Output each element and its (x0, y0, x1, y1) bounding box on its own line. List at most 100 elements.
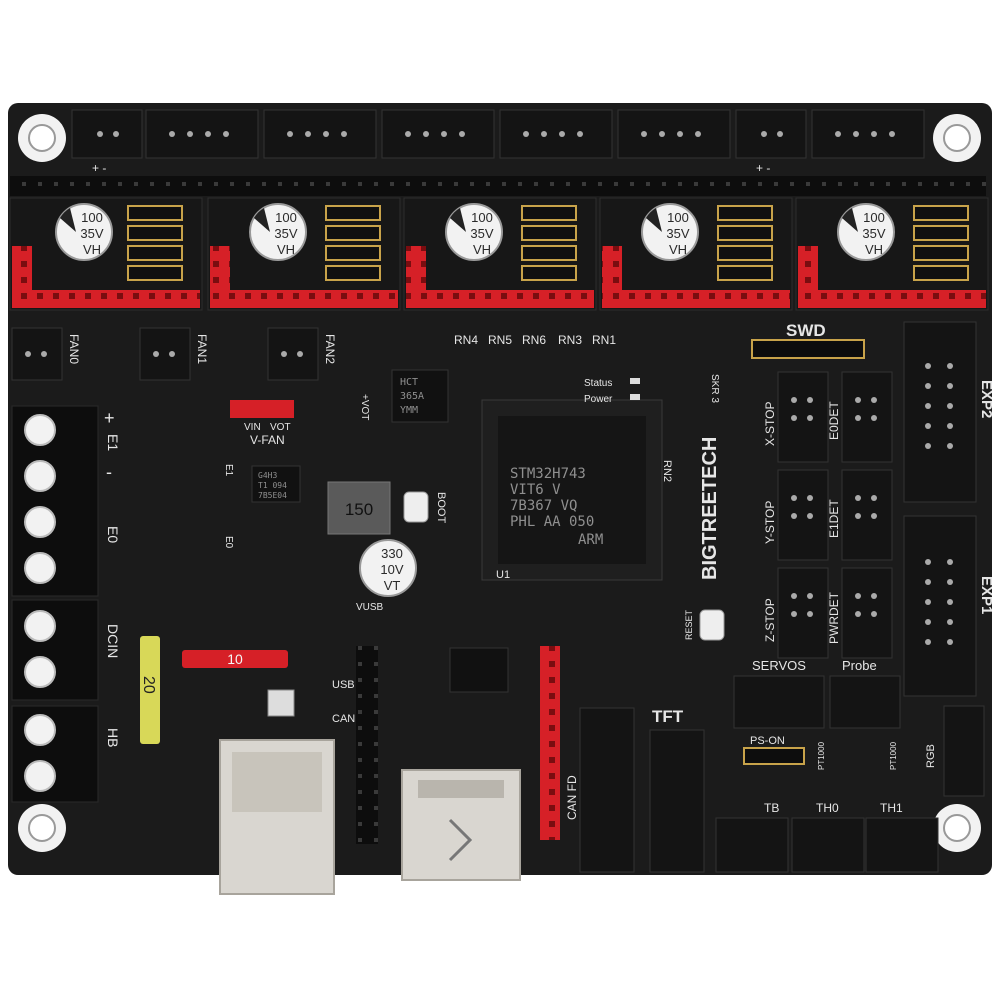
mos-e1-mark: E1 (223, 464, 234, 477)
svg-text:G4H3: G4H3 (258, 471, 277, 480)
endstop-connectors (777, 371, 893, 659)
hct-chip: HCT 365A YMM (391, 369, 449, 423)
dcin-terminal-label: DCIN (105, 624, 121, 658)
svg-text:VH: VH (669, 242, 687, 257)
vfan-vin-label: VIN (244, 422, 261, 433)
vot-side-label: +VOT (359, 394, 370, 420)
vfan-jumper (230, 400, 294, 418)
svg-text:7B367 VQ: 7B367 VQ (510, 498, 577, 514)
top-fan-sign-left: + - (92, 161, 106, 175)
driver-capacitor-5: 100 35V VH (837, 203, 895, 261)
pt1000-label-a: PT1000 (817, 741, 826, 770)
ps-on-label: PS-ON (750, 735, 785, 747)
svg-text:35V: 35V (274, 226, 297, 241)
rgb-label: RGB (925, 744, 937, 768)
svg-text:VH: VH (865, 242, 883, 257)
rn5-label: RN5 (488, 333, 512, 347)
small-chip: G4H3 T1 094 7B5E04 (251, 465, 301, 503)
exp-headers (903, 321, 977, 697)
z-stop-label: Z-STOP (763, 598, 777, 642)
mcu-ref: U1 (496, 569, 510, 581)
svg-text:HCT: HCT (400, 377, 418, 388)
bulk-capacitor: 330 10V VT (359, 539, 417, 597)
usb-can-switch[interactable] (267, 689, 295, 717)
e1det-label: E1DET (827, 499, 841, 538)
can-fd-header (540, 646, 560, 840)
vusb-label: VUSB (356, 602, 384, 613)
svg-text:T1 094: T1 094 (258, 481, 287, 490)
small-fuse-value: 10 (227, 651, 243, 667)
svg-text:100: 100 (275, 210, 297, 225)
screw-terminals (11, 405, 99, 803)
driver-capacitor-2: 100 35V VH (249, 203, 307, 261)
tb-label: TB (764, 801, 779, 815)
svg-text:ARM: ARM (578, 532, 603, 548)
vfan-vot-label: VOT (270, 422, 291, 433)
can-fd-label: CAN FD (565, 775, 579, 820)
blade-fuse-value: 20 (140, 676, 157, 694)
tft-connector-a (579, 707, 635, 873)
sd-card-slot[interactable] (401, 769, 521, 881)
vfan-title: V-FAN (250, 433, 285, 447)
servos-connector (733, 675, 825, 729)
svg-text:100: 100 (667, 210, 689, 225)
thermistor-connectors (715, 817, 939, 873)
th1-label: TH1 (880, 801, 903, 815)
sd-controller-chip (449, 647, 509, 693)
exp2-label: EXP2 (978, 380, 995, 418)
terminal-minus-sign: - (106, 462, 112, 482)
svg-text:100: 100 (81, 210, 103, 225)
power-led (630, 394, 640, 400)
ps-on-header (743, 747, 805, 765)
pwrdet-label: PWRDET (827, 591, 841, 644)
usb-label: USB (332, 679, 355, 691)
usb-a-port[interactable] (219, 739, 335, 895)
swd-header (751, 339, 865, 359)
power-led-label: Power (584, 394, 613, 405)
mos-e0-mark: E0 (223, 536, 234, 549)
e1-terminal-label: E1 (105, 434, 121, 451)
svg-text:VIT6 V: VIT6 V (510, 482, 561, 498)
top-motor-connectors (71, 109, 925, 159)
reset-label: RESET (684, 609, 694, 640)
servos-label: SERVOS (752, 658, 806, 673)
inductor (327, 481, 391, 535)
probe-connector (829, 675, 901, 729)
exp1-label: EXP1 (978, 576, 995, 614)
reset-button[interactable] (699, 609, 725, 641)
e0det-label: E0DET (827, 401, 841, 440)
svg-text:35V: 35V (666, 226, 689, 241)
fan2-label: FAN2 (323, 334, 337, 364)
boot-button[interactable] (403, 491, 429, 523)
svg-text:VH: VH (277, 242, 295, 257)
rn2-label: RN2 (661, 460, 673, 482)
svg-text:PHL AA 050: PHL AA 050 (510, 514, 594, 530)
x-stop-label: X-STOP (763, 402, 777, 446)
blade-fuse (140, 636, 160, 744)
svg-text:35V: 35V (470, 226, 493, 241)
svg-text:STM32H743: STM32H743 (510, 466, 586, 482)
svg-text:VT: VT (384, 578, 401, 593)
can-label: CAN (332, 713, 355, 725)
terminal-plus-sign: + (104, 408, 115, 428)
svg-text:7B5E04: 7B5E04 (258, 491, 287, 500)
status-led-label: Status (584, 378, 612, 389)
brand-logo: BIGTREETECH (699, 437, 721, 580)
driver-capacitor-4: 100 35V VH (641, 203, 699, 261)
svg-text:YMM: YMM (400, 405, 418, 416)
svg-text:VH: VH (473, 242, 491, 257)
rn3-label: RN3 (558, 333, 582, 347)
model-label: SKR 3 (709, 374, 720, 403)
driver-capacitor-3: 100 35V VH (445, 203, 503, 261)
pin-header-column (356, 646, 378, 844)
tft-label: TFT (652, 707, 684, 726)
inductor-value: 150 (345, 500, 373, 519)
driver-pin-row (10, 176, 986, 196)
swd-label: SWD (786, 321, 826, 340)
svg-text:365A: 365A (400, 391, 424, 402)
tft-connector-b (649, 729, 705, 873)
rn1-label: RN1 (592, 333, 616, 347)
rgb-connector (943, 705, 985, 797)
boot-label: BOOT (435, 492, 447, 523)
